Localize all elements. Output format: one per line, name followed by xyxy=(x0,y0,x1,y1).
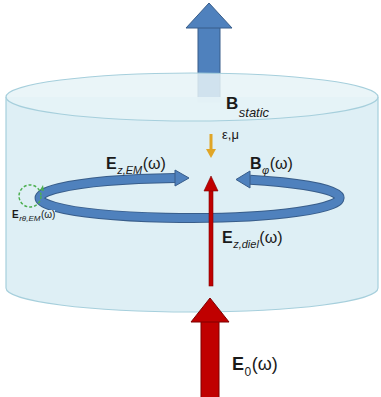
dielectric-disc xyxy=(6,73,378,312)
dashed-loop xyxy=(19,185,41,207)
frequency-argument: (ω) xyxy=(143,156,166,172)
field-symbol: E xyxy=(222,230,233,246)
material-label: ε,μ xyxy=(222,128,239,141)
field-symbol: E xyxy=(12,210,19,220)
subscript: 0 xyxy=(245,366,252,378)
subscript: z,diel xyxy=(233,239,259,250)
incident-field-arrow xyxy=(191,298,229,397)
frequency-argument: (ω) xyxy=(252,355,278,373)
field-symbol: B xyxy=(250,156,262,172)
frequency-argument: (ω) xyxy=(270,156,293,172)
frequency-argument: (ω) xyxy=(41,210,55,220)
field-symbol: B xyxy=(226,95,238,112)
induced-field-arrow xyxy=(206,134,216,158)
field-symbol: E xyxy=(106,156,117,172)
dashed-loop-head xyxy=(40,185,44,191)
subscript: static xyxy=(239,106,269,119)
field-symbol: E xyxy=(232,355,244,373)
circulating-field-arrow xyxy=(40,170,340,218)
subscript: φ xyxy=(262,165,269,176)
subscript: rθ,EM xyxy=(19,215,40,223)
dielectric-field-arrow xyxy=(204,176,218,286)
subscript: z,EM xyxy=(117,165,142,176)
frequency-argument: (ω) xyxy=(259,230,282,246)
